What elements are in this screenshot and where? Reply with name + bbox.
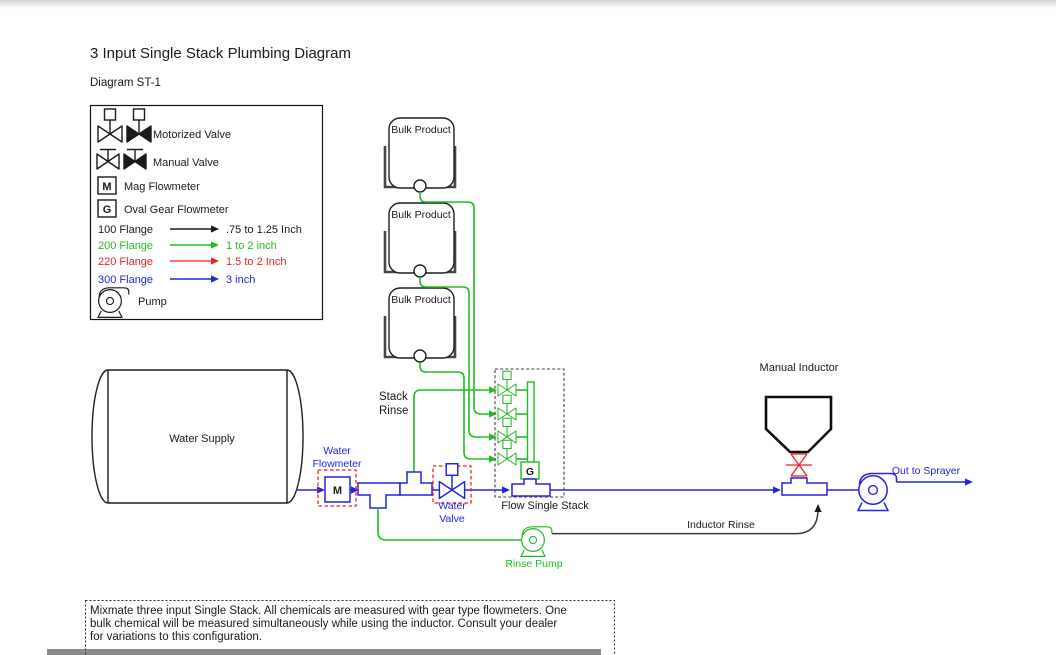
flow-arrowhead-icon: [965, 478, 973, 486]
inductor-rinse-label: Inductor Rinse: [687, 519, 755, 531]
legend-motorized-valve-label: Motorized Valve: [153, 129, 231, 141]
tank-outlet: [413, 349, 427, 363]
stack-motorized-valve-2: [497, 394, 517, 421]
rinse-circuit: Rinse Pump Inductor Rinse: [377, 504, 822, 570]
stack-rinse-label-line1: Stack: [379, 391, 408, 403]
note-box: Mixmate three input Single Stack. All ch…: [85, 600, 615, 655]
flange-200-arrowhead-icon: [211, 241, 219, 249]
water-motorized-valve-icon: [438, 463, 466, 500]
water-valve-label-line1: Water: [438, 500, 466, 512]
flange-300-label: 300 Flange: [98, 274, 153, 286]
inductor-hopper: [764, 395, 833, 454]
note-line3: for variations to this configuration.: [90, 631, 262, 643]
stack-motorized-valve-4: [497, 439, 517, 466]
tank2-feed-line: [419, 277, 489, 438]
stack-dashed-border: [494, 368, 565, 498]
water-supply-tank: Water Supply: [91, 369, 304, 504]
tank-label: Bulk Product: [391, 124, 451, 136]
flow-single-stack: G: [494, 368, 565, 498]
flange-100-label: 100 Flange: [98, 224, 153, 236]
page-subtitle: Diagram ST-1: [90, 77, 161, 89]
flange-200-size: 1 to 2 inch: [226, 240, 277, 252]
flange-220-label: 220 Flange: [98, 256, 153, 268]
stack-tee-fitting: [511, 478, 551, 497]
tank3-feed-line: [419, 362, 489, 460]
page-title: 3 Input Single Stack Plumbing Diagram: [90, 45, 351, 62]
gear-flowmeter-letter: G: [526, 466, 534, 478]
flow-arrowhead-icon: [502, 486, 510, 494]
outlet-section: Out to Sprayer: [857, 465, 973, 512]
note-dashed-border: [85, 600, 615, 655]
manual-inductor-label: Manual Inductor: [760, 362, 839, 374]
up-arrowhead-icon: [814, 504, 822, 512]
tank-label: Bulk Product: [391, 209, 451, 221]
tank-label: Bulk Product: [391, 294, 451, 306]
manual-inductor: Manual Inductor: [760, 362, 839, 496]
valve-caps: [791, 453, 807, 477]
note-line2: bulk chemical will be measured simultane…: [90, 618, 557, 630]
stack-motorized-valve-1: [497, 370, 517, 397]
water-valve-label-line2: Valve: [439, 513, 465, 525]
mag-flowmeter-box: [324, 476, 351, 503]
water-flowmeter-label-line1: Water: [323, 445, 351, 457]
rinse-supply-line: [377, 508, 526, 541]
stack-motorized-valve-3: [497, 417, 517, 444]
legend-mag-flowmeter-label: Mag Flowmeter: [124, 181, 200, 193]
flow-arrowhead-icon: [773, 486, 781, 494]
oval-gear-flowmeter-letter: G: [103, 204, 112, 216]
stack-rinse-tee-fitting: [399, 471, 433, 496]
out-to-sprayer-label: Out to Sprayer: [892, 465, 961, 477]
inductor-tee-fitting: [781, 477, 828, 496]
flange-220-arrowhead-icon: [211, 257, 219, 265]
water-flowmeter-letter: M: [333, 485, 342, 497]
oval-gear-flowmeter-icon: [97, 199, 117, 218]
note-line1: Mixmate three input Single Stack. All ch…: [90, 605, 567, 617]
legend-pump-label: Pump: [138, 296, 167, 308]
flow-arrowhead-icon: [317, 486, 325, 494]
flowmeter-dashed-highlight: [317, 469, 357, 507]
mag-flowmeter-icon: [97, 176, 117, 195]
mag-flowmeter-letter: M: [102, 181, 111, 193]
legend-manual-valve-label: Manual Valve: [153, 157, 219, 169]
stack-rinse-line: [413, 389, 489, 472]
flange-300-arrowhead-icon: [211, 275, 219, 283]
stack-rinse-arrowhead-icon: [489, 386, 497, 394]
chemical-feed-lines: [413, 192, 497, 472]
tank1-feed-arrowhead-icon: [489, 410, 497, 418]
bulk-product-tank-3: Bulk Product: [383, 287, 457, 363]
water-flowmeter-label-line2: Flowmeter: [312, 458, 362, 470]
water-valve: Water Valve: [432, 463, 472, 525]
rinse-pump-icon: [520, 526, 553, 558]
stack-manifold-pipe: [526, 381, 535, 463]
bulk-product-tank-1: Bulk Product: [383, 117, 457, 193]
bottom-gray-bar: [47, 649, 601, 655]
tank3-feed-arrowhead-icon: [489, 455, 497, 463]
main-pump-icon: [857, 472, 898, 512]
legend-oval-gear-flowmeter-label: Oval Gear Flowmeter: [124, 204, 229, 216]
flow-single-stack-label: Flow Single Stack: [501, 500, 589, 512]
legend: Motorized Valve Manual Valve M Mag Flowm…: [89, 104, 324, 321]
tank2-feed-arrowhead-icon: [489, 433, 497, 441]
flange-200-label: 200 Flange: [98, 240, 153, 252]
flow-arrowhead-icon: [351, 486, 359, 494]
stack-rinse-label-line2: Rinse: [379, 405, 408, 417]
tank-outlet: [413, 179, 427, 193]
tank1-feed-line: [419, 192, 489, 415]
flange-220-size: 1.5 to 2 Inch: [226, 256, 287, 268]
rinse-takeoff-tee-fitting: [357, 482, 401, 509]
flange-300-size: 3 inch: [226, 274, 255, 286]
top-shadow: [0, 0, 1056, 9]
flange-100-arrowhead-icon: [211, 225, 219, 233]
water-flowmeter: M Water Flowmeter: [312, 445, 362, 507]
flange-100-size: .75 to 1.25 Inch: [226, 224, 302, 236]
inductor-rinse-line: [552, 508, 819, 535]
water-supply-label: Water Supply: [169, 433, 235, 445]
inductor-manual-valve-icon: [786, 453, 812, 477]
bulk-product-tank-2: Bulk Product: [383, 202, 457, 278]
tank-outlet: [413, 264, 427, 278]
rinse-pump-label: Rinse Pump: [505, 558, 562, 570]
